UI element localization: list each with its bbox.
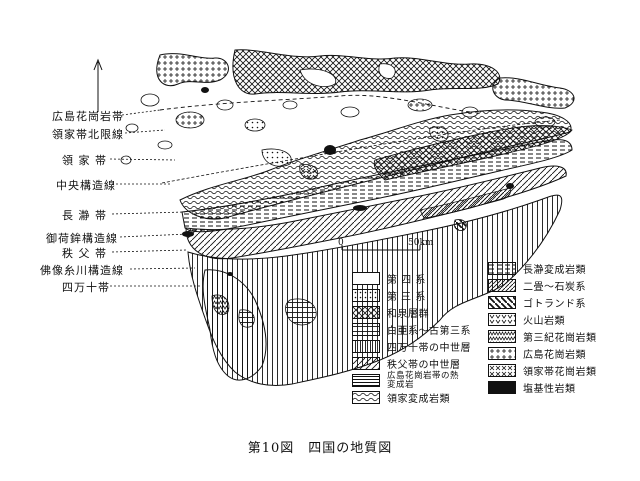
legend-item-quaternary: 第 四 系 xyxy=(352,270,471,287)
legend-label-ryoke-metamorphic: 領家変成岩類 xyxy=(387,394,450,405)
legend-item-hiroshima-granite: 広島花崗岩類 xyxy=(488,345,597,362)
legend-swatch-tertiary-granite xyxy=(488,330,516,343)
legend-label-chichibu-mesozoic: 秩父帯の中世層 xyxy=(387,360,461,371)
scale-end-label: 50km xyxy=(408,238,434,248)
legend-item-hiroshima-thermal: 広島花崗岩帯の熱変成岩 xyxy=(352,370,471,390)
legend-swatch-cretaceous-paleogene xyxy=(352,323,380,336)
legend-label-volcanic: 火山岩類 xyxy=(523,316,565,327)
leader-line xyxy=(111,249,187,253)
legend-label-tertiary-granite: 第三紀花崗岩類 xyxy=(523,333,597,344)
legend-right-column: 長瀞変成岩類二畳〜石炭系ゴトランド系火山岩類第三紀花崗岩類広島花崗岩類領家帯花崗… xyxy=(488,260,597,396)
legend-item-gotlandian: ゴトランド系 xyxy=(488,294,597,311)
median-tectonic-line-trace xyxy=(161,119,561,184)
legend-swatch-volcanic xyxy=(488,313,516,326)
legend-item-volcanic: 火山岩類 xyxy=(488,311,597,328)
zone-label-chichibu-zone: 秩 父 帯 xyxy=(62,247,107,260)
legend-item-permian-carboniferous: 二畳〜石炭系 xyxy=(488,277,597,294)
legend-swatch-gotlandian xyxy=(488,296,516,309)
zone-label-mikabu-line: 御荷鉾構造線 xyxy=(46,232,118,245)
zone-label-butsuzo-line: 佛像糸川構造線 xyxy=(40,264,124,277)
legend-item-shimanto-mesozoic: 四万十帯の中世層 xyxy=(352,338,471,355)
legend-item-cretaceous-paleogene: 白亜系〜古第三系 xyxy=(352,321,471,338)
scale-bar xyxy=(341,245,421,251)
legend-label-gotlandian: ゴトランド系 xyxy=(523,299,586,310)
legend-item-tertiary: 第 三 系 xyxy=(352,287,471,304)
legend-item-chichibu-mesozoic: 秩父帯の中世層 xyxy=(352,355,471,372)
legend-left-column: 第 四 系第 三 系和泉層群白亜系〜古第三系四万十帯の中世層秩父帯の中世層広島花… xyxy=(352,270,471,406)
legend-swatch-sanbagawa-metamorphic xyxy=(488,262,516,275)
leader-line xyxy=(109,158,176,161)
legend-label-izumi-group: 和泉層群 xyxy=(387,309,429,320)
legend-swatch-hiroshima-granite xyxy=(488,347,516,360)
legend-label-quaternary: 第 四 系 xyxy=(387,275,426,286)
legend-label-tertiary: 第 三 系 xyxy=(387,292,426,303)
leader-line xyxy=(111,211,186,215)
legend-label-permian-carboniferous: 二畳〜石炭系 xyxy=(523,282,586,293)
zone-label-hiroshima-granite-zone: 広島花崗岩帯 xyxy=(52,110,124,123)
legend-item-izumi-group: 和泉層群 xyxy=(352,304,471,321)
legend-swatch-quaternary xyxy=(352,272,380,285)
legend-label-sanbagawa-metamorphic: 長瀞変成岩類 xyxy=(523,265,586,276)
legend-label-ultrabasic: 塩基性岩類 xyxy=(523,384,576,395)
leader-line xyxy=(121,109,161,116)
legend-label-hiroshima-thermal: 広島花崗岩帯の熱変成岩 xyxy=(387,370,460,390)
zone-label-ryoke-north-boundary: 領家帯北限線 xyxy=(52,128,124,141)
northern-islands xyxy=(120,49,575,165)
legend-label-hiroshima-granite: 広島花崗岩類 xyxy=(523,350,586,361)
zone-label-leaders xyxy=(109,109,200,287)
scale-start-label: 0 xyxy=(338,238,344,248)
legend-swatch-chichibu-mesozoic xyxy=(352,357,380,370)
zone-label-ryoke-zone: 領 家 帯 xyxy=(62,154,107,167)
legend-item-ultrabasic: 塩基性岩類 xyxy=(488,379,597,396)
legend-item-sanbagawa-metamorphic: 長瀞変成岩類 xyxy=(488,260,597,277)
zone-label-shimanto-zone: 四万十帯 xyxy=(62,281,110,294)
legend-swatch-ryoke-metamorphic xyxy=(352,391,380,404)
leader-line xyxy=(129,267,196,270)
zone-label-sanbagawa-zone: 長 瀞 帯 xyxy=(62,209,107,222)
legend-swatch-hiroshima-thermal xyxy=(352,374,380,387)
legend-label-cretaceous-paleogene: 白亜系〜古第三系 xyxy=(387,326,471,337)
legend-swatch-permian-carboniferous xyxy=(488,279,516,292)
legend-label-ryoke-granite: 領家帯花崗岩類 xyxy=(523,367,597,378)
legend-swatch-ultrabasic xyxy=(488,381,516,394)
figure-caption: 第10図 四国の地質図 xyxy=(247,441,393,456)
legend-swatch-izumi-group xyxy=(352,306,380,319)
leader-line xyxy=(124,129,166,134)
legend-item-ryoke-metamorphic: 領家変成岩類 xyxy=(352,389,471,406)
legend-swatch-ryoke-granite xyxy=(488,364,516,377)
north-arrow-icon xyxy=(93,58,103,112)
legend-item-tertiary-granite: 第三紀花崗岩類 xyxy=(488,328,597,345)
legend-item-ryoke-granite: 領家帯花崗岩類 xyxy=(488,362,597,379)
zone-label-median-tectonic-line: 中央構造線 xyxy=(56,179,116,192)
legend-swatch-tertiary xyxy=(352,289,380,302)
legend-swatch-shimanto-mesozoic xyxy=(352,340,380,353)
leader-line xyxy=(119,233,189,238)
ryoke-north-boundary-line xyxy=(159,94,471,113)
legend-label-shimanto-mesozoic: 四万十帯の中世層 xyxy=(387,343,471,354)
